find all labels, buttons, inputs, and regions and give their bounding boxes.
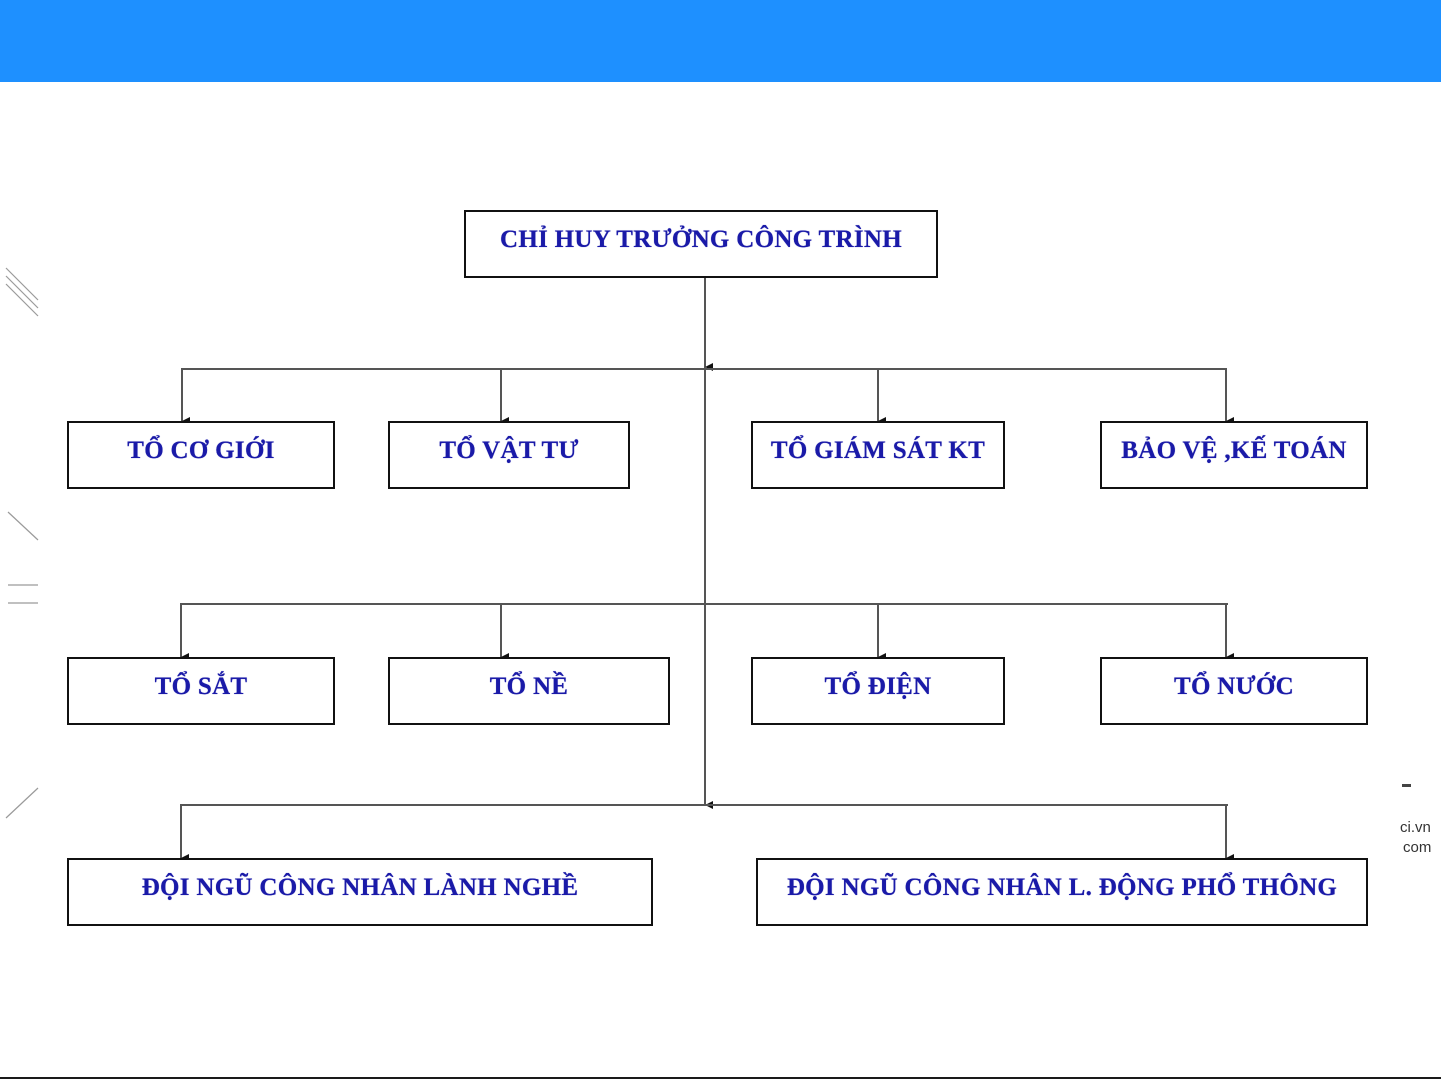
bottom-border [0,1077,1441,1079]
node-to-dien: TỔ ĐIỆN [751,657,1005,725]
node-label: BẢO VỆ ,KẾ TOÁN [1121,437,1346,465]
node-label: TỔ NƯỚC [1174,673,1294,701]
node-label: ĐỘI NGŨ CÔNG NHÂN LÀNH NGHỀ [142,874,579,902]
node-label: TỔ ĐIỆN [825,673,932,701]
node-bao-ve-ke-toan: BẢO VỆ ,KẾ TOÁN [1100,421,1368,489]
node-label: TỔ GIÁM SÁT KT [771,437,985,465]
node-to-vat-tu: TỔ VẬT TƯ [388,421,630,489]
node-doi-ngu-lanh-nghe: ĐỘI NGŨ CÔNG NHÂN LÀNH NGHỀ [67,858,653,926]
root-node-label: CHỈ HUY TRƯỞNG CÔNG TRÌNH [500,226,902,254]
node-to-giam-sat-kt: TỔ GIÁM SÁT KT [751,421,1005,489]
node-label: ĐỘI NGŨ CÔNG NHÂN L. ĐỘNG PHỔ THÔNG [787,874,1337,902]
node-to-sat: TỔ SẮT [67,657,335,725]
node-to-co-gioi: TỔ CƠ GIỚI [67,421,335,489]
root-node: CHỈ HUY TRƯỞNG CÔNG TRÌNH [464,210,938,278]
node-doi-ngu-pho-thong: ĐỘI NGŨ CÔNG NHÂN L. ĐỘNG PHỔ THÔNG [756,858,1368,926]
node-to-nuoc: TỔ NƯỚC [1100,657,1368,725]
node-label: TỔ CƠ GIỚI [127,437,274,465]
node-label: TỔ VẬT TƯ [439,437,578,465]
node-to-ne: TỔ NỀ [388,657,670,725]
node-label: TỔ NỀ [490,673,569,701]
node-label: TỔ SẮT [155,673,248,701]
